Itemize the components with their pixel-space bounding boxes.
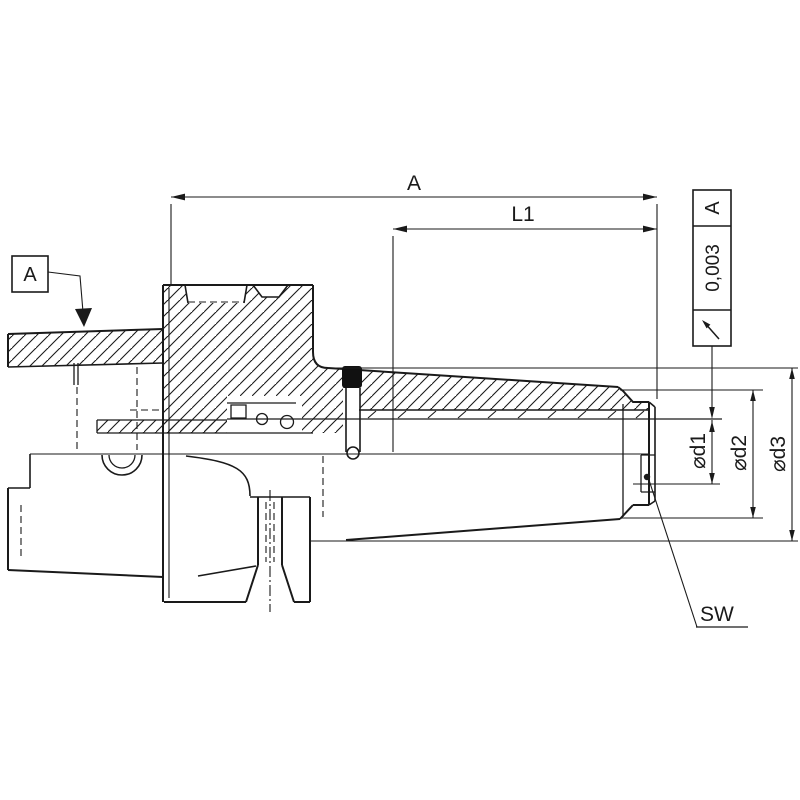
set-screw — [342, 366, 362, 388]
tolerance-value: 0,003 — [703, 244, 724, 292]
dia-d2-label: ⌀d2 — [728, 435, 751, 471]
circular-runout-icon — [702, 320, 720, 340]
datum-label: A — [23, 264, 37, 286]
datum-feature-a: A — [11, 255, 92, 327]
dia-d3-label: ⌀d3 — [767, 436, 790, 472]
leader-attachment-dot — [643, 473, 651, 481]
part-outline-lower — [7, 401, 656, 612]
diameter-d1-dimension: ⌀d1 — [633, 420, 720, 485]
diameter-d2-dimension: ⌀d2 — [620, 389, 763, 519]
dia-d1-label: ⌀d1 — [687, 433, 710, 469]
diameter-d3-dimension: ⌀d3 — [310, 367, 798, 542]
coolant-tube-assembly — [342, 366, 362, 460]
datum-target-triangle-icon — [75, 308, 92, 327]
part-outline-upper — [7, 284, 722, 602]
sw-label: SW — [700, 603, 734, 626]
dim-a-label: A — [407, 172, 421, 195]
tolerance-datum-ref: A — [702, 201, 724, 215]
dim-l1-label: L1 — [511, 203, 534, 226]
tolerance-frame: A 0,003 — [692, 189, 732, 419]
dimension-a: A — [170, 172, 658, 399]
wrench-size-callout: SW — [643, 473, 748, 628]
dimension-l1: L1 — [392, 203, 657, 452]
